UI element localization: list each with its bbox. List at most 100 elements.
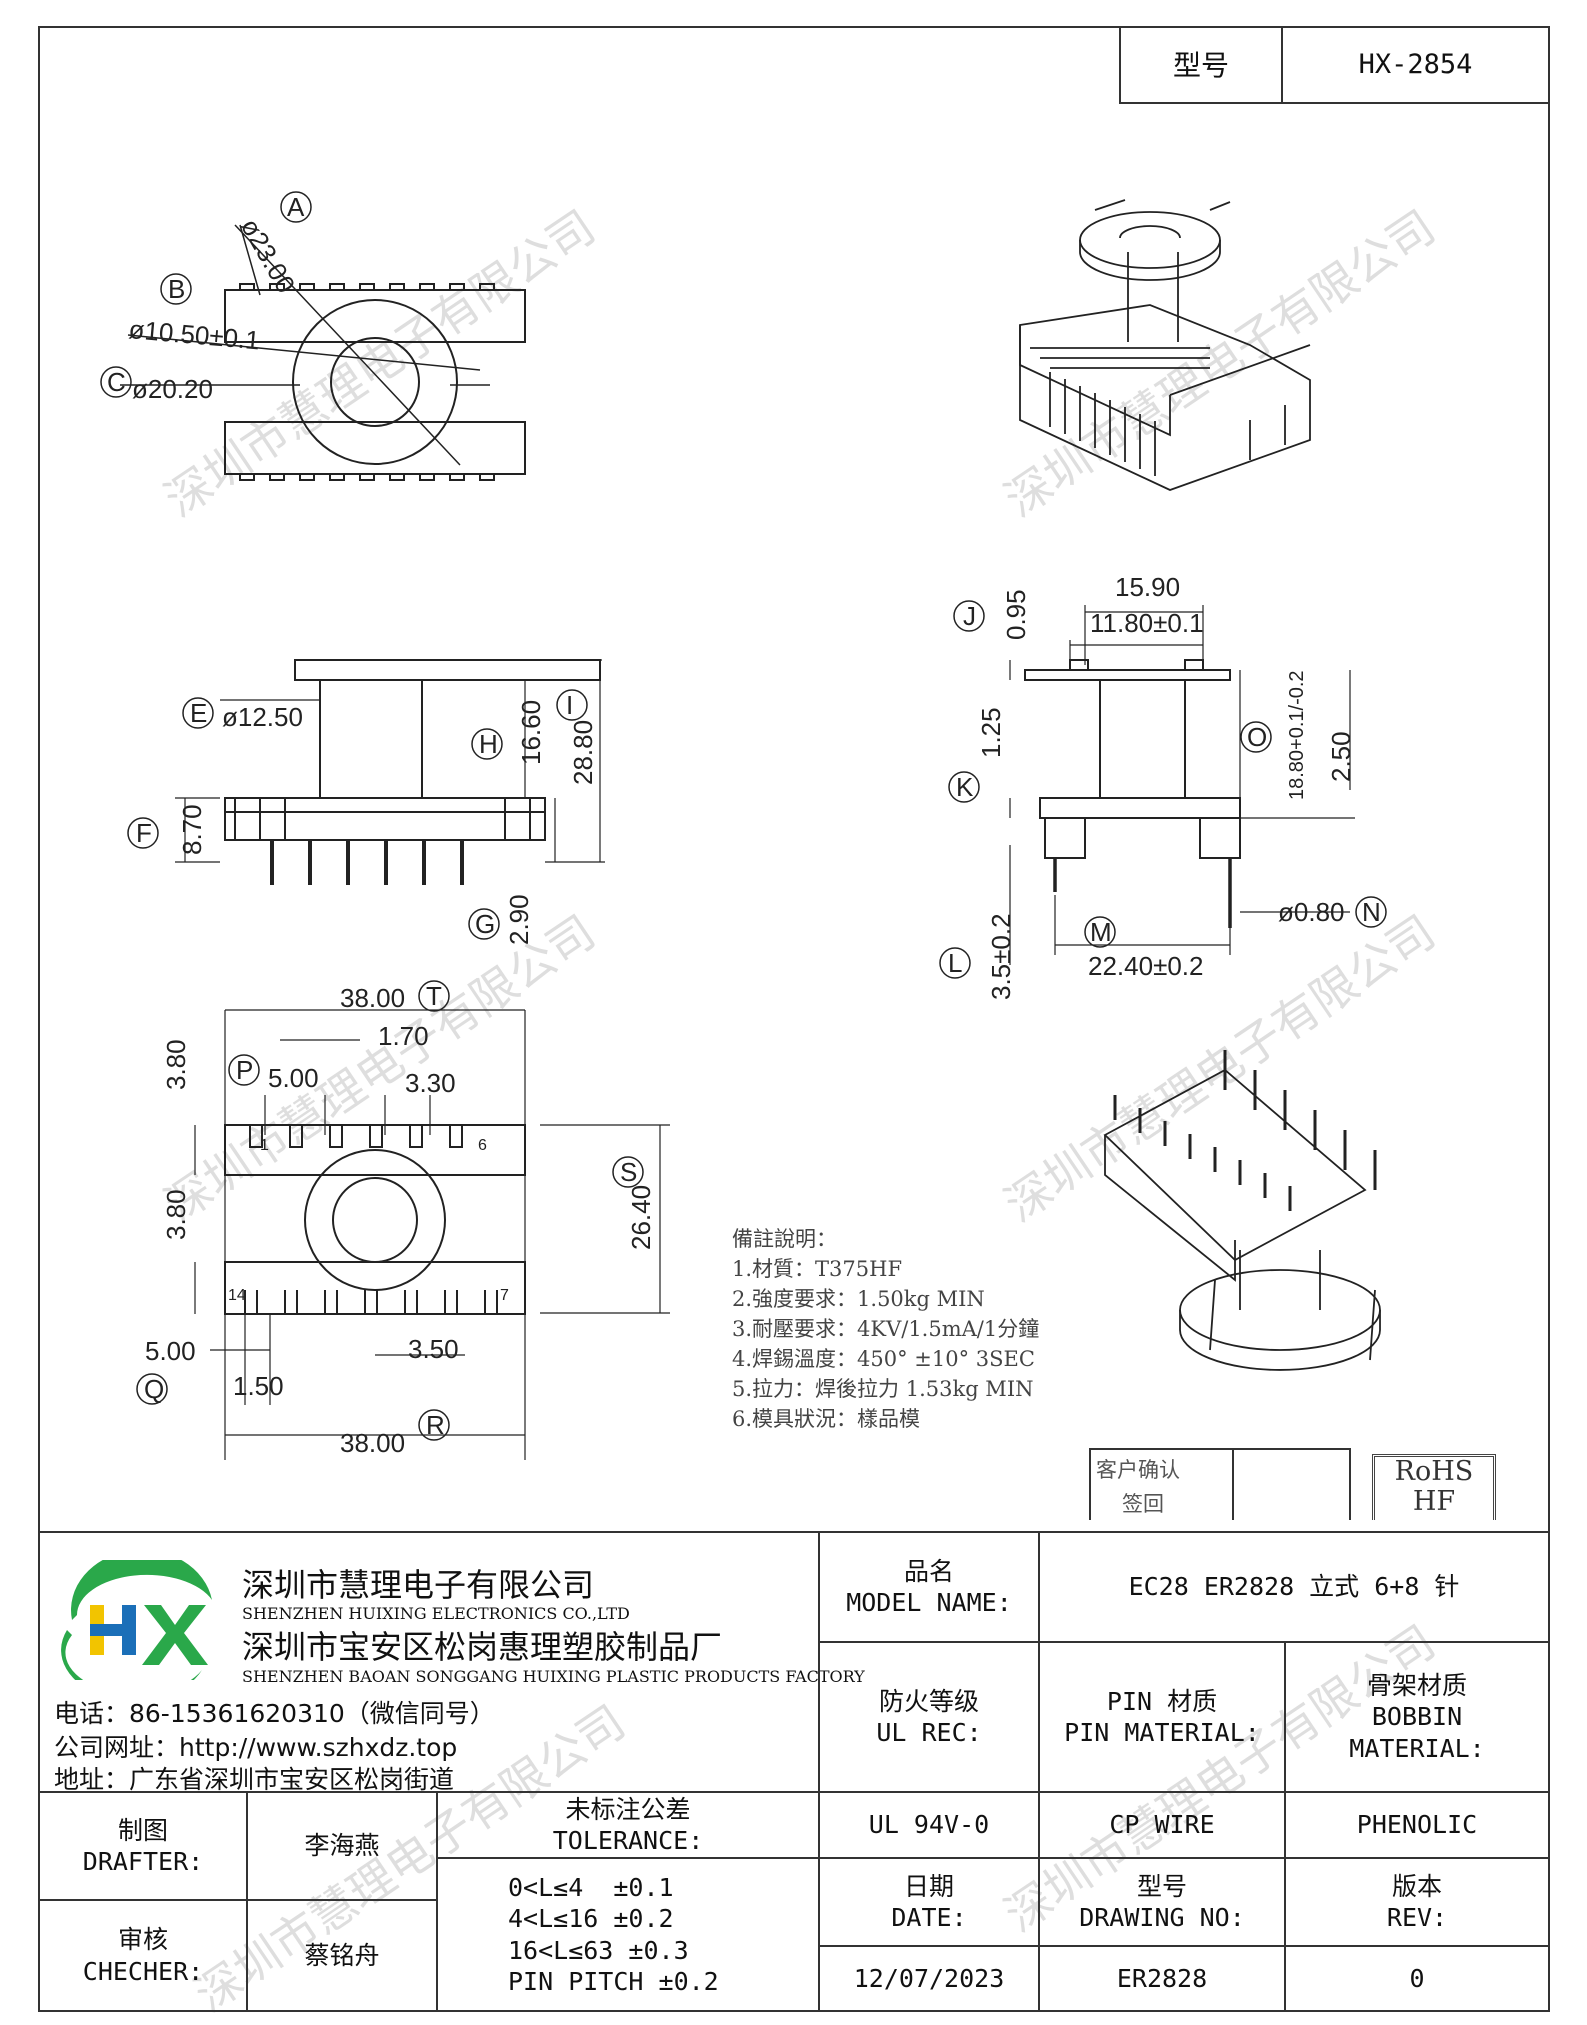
model-name-label: 品名 MODEL NAME: [818,1531,1040,1643]
tolerance-line: 16<L≤63 ±0.3 [508,1935,689,1965]
dim-v380b: 3.80 [161,1189,191,1240]
pin-14: 14 [228,1287,246,1304]
pin-value: CP WIRE [1038,1791,1286,1859]
dim-label-g: G [475,909,495,939]
notes-line: 1.材質：T375HF [732,1257,903,1281]
drawing-no-label: 型号 DRAWING NO: [1038,1857,1286,1947]
tolerance-label-cn: 未标注公差 [565,1794,691,1824]
title-block-topline [38,1531,1550,1533]
drafter-name: 李海燕 [246,1791,438,1901]
side-view [1009,605,1355,965]
dim-g: 2.90 [504,894,534,945]
date-label-en: DATE: [891,1903,967,1932]
dim-w350: 3.50 [408,1334,459,1364]
customer-confirm-line2: 签回 [1122,1492,1164,1516]
drawing-no-value: ER2828 [1038,1945,1286,2012]
dim-label-e: E [190,698,207,728]
dim-q500: 5.00 [145,1336,196,1366]
dim-v380a: 3.80 [161,1039,191,1090]
company-logo [61,1560,212,1680]
pin-6: 6 [478,1137,487,1154]
notes-line: 6.模具狀況：樣品模 [732,1407,921,1431]
drafter-label: 制图 DRAFTER: [38,1791,248,1901]
dim-label-q: Q [144,1374,164,1404]
dim-label-i: I [566,690,573,720]
date-value: 12/07/2023 [818,1945,1040,2012]
top-view [120,224,526,481]
dim-j: 0.95 [1001,589,1031,640]
dim-r38: 38.00 [340,1428,405,1458]
model-name-value: EC28 ER2828 立式 6+8 针 [1038,1531,1550,1643]
dim-n: ø0.80 [1278,897,1345,927]
dim-q150: 1.50 [233,1371,284,1401]
notes-title: 備註說明： [732,1227,837,1251]
dim-m: 22.40±0.2 [1088,951,1203,981]
customer-confirm-line1: 客户确认 [1096,1458,1180,1482]
dim-i: 28.80 [568,720,598,785]
rohs-badge: RoHS HF [1372,1454,1496,1520]
pin-label-cn: PIN 材质 [1106,1686,1218,1716]
checker-label-en: CHECHER: [82,1956,204,1986]
bobbin-label-cn: 骨架材质 [1366,1671,1467,1701]
model-name-label-en: MODEL NAME: [846,1588,1012,1617]
rohs-text: RoHS [1394,1456,1474,1487]
dim-label-a: A [287,192,305,222]
dim-label-m: M [1090,917,1112,947]
dim-label-t: T [426,981,442,1011]
customer-confirm-box [1089,1448,1351,1520]
dim-w330: 3.30 [405,1068,456,1098]
dim-o: 18.80+0.1/-0.2 [1286,670,1308,800]
tolerance-label: 未标注公差 TOLERANCE: [436,1791,820,1859]
dim-label-o: O [1247,722,1267,752]
dim-label-c: C [107,367,126,397]
dim-label-k: K [956,772,974,802]
dim-w1180: 11.80±0.1 [1090,608,1204,638]
dim-label-r: R [426,1410,445,1440]
notes-line: 3.耐壓要求：4KV/1.5mA/1分鐘 [732,1317,1040,1341]
company-phone: 电话：86-15361620310（微信同号） [54,1699,495,1728]
ul-label-cn: 防火等级 [878,1686,979,1716]
dim-w500: 5.00 [268,1063,319,1093]
dim-v250: 2.50 [1326,731,1356,782]
tolerance-values: 0<L≤4 ±0.1 4<L≤16 ±0.2 16<L≤63 ±0.3 PIN … [436,1857,820,2012]
drawing-label-cn: 型号 [1136,1871,1187,1901]
notes-line: 5.拉力：焊後拉力 1.53kg MIN [732,1377,1034,1401]
drafter-label-cn: 制图 [117,1815,168,1845]
dim-dia-e: ø12.50 [222,702,303,732]
dim-s: 26.40 [626,1185,656,1250]
factory-name-en: SHENZHEN BAOAN SONGGANG HUIXING PLASTIC … [242,1667,865,1686]
dim-dia-b: ø10.50±0.1 [127,314,260,355]
notes-line: 2.強度要求：1.50kg MIN [732,1287,985,1311]
front-view [175,659,605,885]
technical-drawing: A ø23.00 B ø10.50±0.1 C ø20.20 E ø12.50 … [100,191,1387,1460]
date-label: 日期 DATE: [818,1857,1040,1947]
rev-label-cn: 版本 [1391,1871,1442,1901]
pin-1: 1 [260,1137,269,1154]
tolerance-line: 4<L≤16 ±0.2 [508,1904,674,1934]
pin-label-en: PIN MATERIAL: [1064,1718,1260,1747]
notes-line: 4.焊錫溫度：450° ±10° 3SEC [732,1347,1035,1371]
model-name-label-cn: 品名 [903,1556,954,1586]
tolerance-line: PIN PITCH ±0.2 [508,1966,719,1996]
dim-label-p: P [236,1055,253,1085]
company-address: 地址：广东省深圳市宝安区松岗街道 [54,1765,455,1794]
dim-label-l: L [948,948,962,978]
dim-k125: 1.25 [976,707,1006,758]
rev-value: 0 [1284,1945,1550,2012]
rev-label: 版本 REV: [1284,1857,1550,1947]
dim-h: 16.60 [516,700,546,765]
dim-label-j: J [963,601,976,631]
bobbin-3d-bottom [1103,1050,1381,1371]
company-name-en: SHENZHEN HUIXING ELECTRONICS CO.,LTD [242,1604,630,1623]
dim-f: 8.70 [177,804,207,855]
bobbin-label-en2: MATERIAL: [1349,1733,1485,1763]
checker-name: 蔡铭舟 [246,1899,438,2012]
bobbin-value: PHENOLIC [1284,1791,1550,1859]
customer-confirm-divider [1232,1448,1234,1520]
bobbin-3d-top [1019,199,1311,491]
date-label-cn: 日期 [903,1871,954,1901]
ul-label: 防火等级 UL REC: [818,1641,1040,1793]
dimension-labels: A ø23.00 B ø10.50±0.1 C ø20.20 E ø12.50 … [100,191,1387,1458]
dim-label-n: N [1362,897,1381,927]
rev-label-en: REV: [1386,1903,1448,1932]
